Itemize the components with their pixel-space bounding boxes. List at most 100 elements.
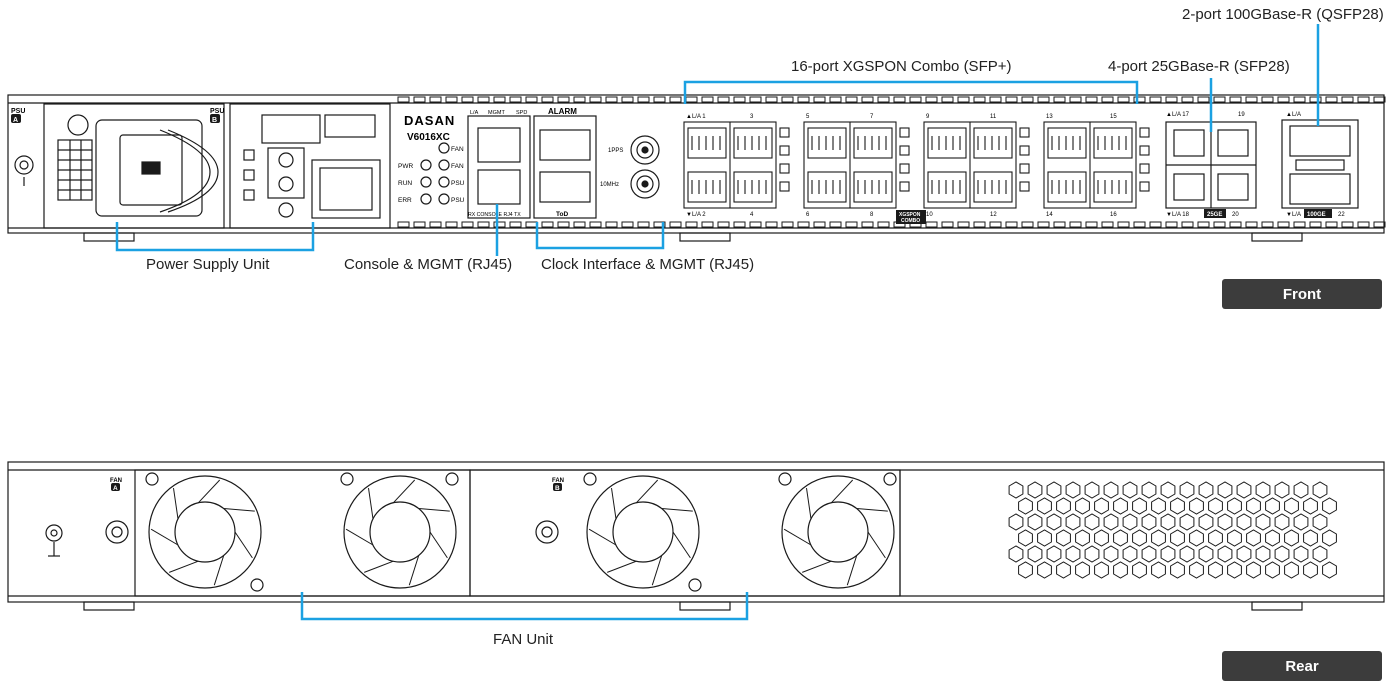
hex-vent (1322, 529, 1337, 547)
vent-slot (957, 96, 970, 103)
psu-b-label: PSU (210, 108, 224, 115)
sfp-port (1047, 171, 1087, 203)
vent-slot (1277, 221, 1290, 228)
hex-vent (1217, 513, 1233, 531)
port-led (1019, 181, 1030, 192)
sfp-port (853, 127, 893, 159)
vent-slot (653, 221, 666, 228)
vent-slot (1213, 96, 1226, 103)
console-port (477, 127, 521, 163)
vent-slot (397, 96, 410, 103)
mhz-label: 10MHz (600, 182, 619, 188)
hex-vent (1293, 481, 1309, 499)
fan-blade (392, 479, 416, 504)
vent-slot (685, 96, 698, 103)
hex-vent (1189, 561, 1204, 579)
hex-vent (1113, 529, 1128, 547)
fan-blade (588, 528, 617, 546)
sfp-port (687, 127, 727, 159)
vent-slot (925, 221, 938, 228)
port-led (1019, 163, 1030, 174)
vent-slot (541, 221, 554, 228)
hex-vent (1094, 529, 1109, 547)
vent-slot (1053, 96, 1066, 103)
fan-blade (846, 555, 858, 586)
front-foot (83, 232, 135, 242)
port-led (899, 145, 910, 156)
hex-vent (1255, 545, 1271, 563)
vent-slot (1229, 96, 1242, 103)
vent-slot (973, 96, 986, 103)
mgmt-port (477, 169, 521, 205)
vent-slot (877, 96, 890, 103)
psu-b-terminal (267, 147, 305, 199)
led-fan-b: FAN (451, 163, 464, 170)
hex-vent (1312, 481, 1328, 499)
qsfp28-port-22 (1289, 173, 1351, 205)
callout-fan-unit: FAN Unit (493, 631, 554, 648)
port-number-top: 15 (1110, 114, 1117, 120)
fan-b-label: FAN (552, 478, 564, 484)
port-led (1139, 145, 1150, 156)
hex-vent (1008, 513, 1024, 531)
port-led (1139, 181, 1150, 192)
sfp28-badge (1204, 209, 1226, 218)
fan-blade (150, 528, 179, 546)
port-led (899, 181, 910, 192)
hex-vent (1037, 529, 1052, 547)
callout-qsfp28: 2-port 100GBase-R (QSFP28) (1182, 6, 1384, 23)
hex-vent (1170, 529, 1185, 547)
hex-vent (1284, 529, 1299, 547)
led-psu-a: PSU (451, 180, 465, 187)
hex-vent (1208, 529, 1223, 547)
vent-slot (1149, 96, 1162, 103)
hex-vent (1084, 481, 1100, 499)
vent-slot (1197, 96, 1210, 103)
vent-slot (589, 96, 602, 103)
hex-vent (1303, 529, 1318, 547)
port-led (1019, 145, 1030, 156)
vent-slot (1117, 96, 1130, 103)
vent-slot (589, 221, 602, 228)
front-tag: Front (1222, 279, 1382, 309)
vent-slot (685, 221, 698, 228)
sfp-port (1093, 127, 1133, 159)
hex-vent (1246, 561, 1261, 579)
hex-vent (1027, 481, 1043, 499)
port-number-bottom: 4 (750, 212, 754, 218)
vent-slot (781, 221, 794, 228)
psu-a-module (43, 103, 225, 229)
callout-xgspon: 16-port XGSPON Combo (SFP+) (791, 58, 1012, 75)
port-led (899, 163, 910, 174)
hex-vent (1103, 513, 1119, 531)
hex-vent (1227, 561, 1242, 579)
sfp-port (733, 127, 773, 159)
hex-vent (1198, 513, 1214, 531)
vent-slot (413, 221, 426, 228)
port-number-top: 7 (870, 114, 874, 120)
vent-slot (989, 221, 1002, 228)
fan-tray-a (134, 469, 471, 597)
vent-slot (461, 96, 474, 103)
psu-b-module (229, 103, 391, 229)
callout-lines (115, 24, 1320, 621)
vent-slot (637, 221, 650, 228)
fan-blade (234, 531, 253, 559)
vent-slot (557, 221, 570, 228)
vent-slot (1197, 221, 1210, 228)
port-led (779, 181, 790, 192)
led-pwr-label: PWR (398, 163, 413, 170)
vent-slot (861, 221, 874, 228)
hex-vent (1312, 545, 1328, 563)
vent-slot (621, 221, 634, 228)
vent-slot (493, 96, 506, 103)
hex-vent (1208, 561, 1223, 579)
vent-slot (717, 221, 730, 228)
hex-vent (1084, 545, 1100, 563)
hex-vent (1274, 481, 1290, 499)
vent-slot (1181, 96, 1194, 103)
qsfp28-cage (1281, 119, 1359, 209)
sfp-port (973, 171, 1013, 203)
hex-vent (1303, 561, 1318, 579)
